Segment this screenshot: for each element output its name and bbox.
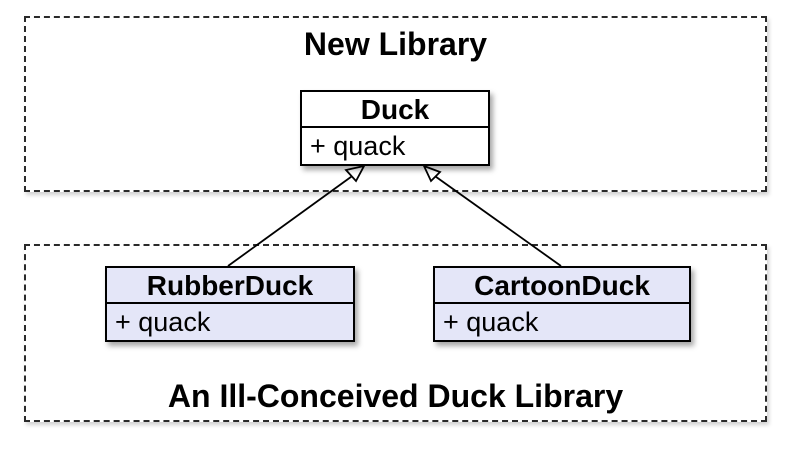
class-name-cartoonduck: CartoonDuck xyxy=(435,268,689,304)
class-name-rubberduck: RubberDuck xyxy=(107,268,353,304)
class-duck: Duck + quack xyxy=(300,90,490,166)
class-operation-duck-quack: + quack xyxy=(310,131,406,161)
class-cartoonduck: CartoonDuck + quack xyxy=(433,266,691,342)
class-operation-cartoonduck-quack: + quack xyxy=(443,307,539,337)
package-title-ill-conceived: An Ill-Conceived Duck Library xyxy=(167,378,624,414)
package-title-new-library: New Library xyxy=(303,26,488,62)
class-rubberduck: RubberDuck + quack xyxy=(105,266,355,342)
class-name-duck: Duck xyxy=(302,92,488,128)
class-operation-rubberduck-quack: + quack xyxy=(115,307,211,337)
